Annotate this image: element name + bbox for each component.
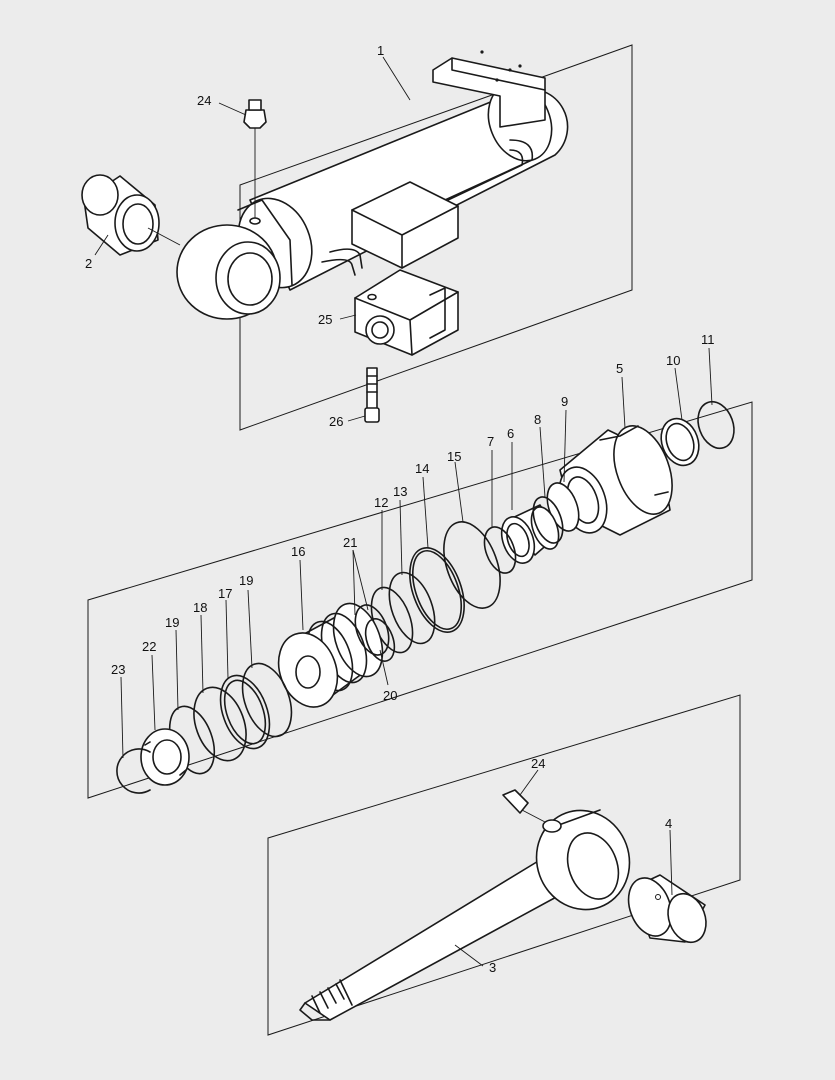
part-19-ring-upper: [241, 662, 293, 738]
part-5-gland: [558, 425, 673, 536]
part-6-bushing: [500, 504, 560, 564]
callout-21: 21: [343, 535, 357, 550]
part-25-port-block: [354, 269, 459, 356]
callout-15: 15: [447, 449, 461, 464]
part-17-ring: [219, 674, 271, 750]
callout-23: 23: [111, 662, 125, 677]
part-10-ring: [660, 417, 700, 467]
part-13-ring: [388, 571, 436, 645]
part-15-backup-ring: [443, 521, 501, 609]
callout-25: 25: [318, 312, 332, 327]
callout-17: 17: [218, 586, 232, 601]
callout-12: 12: [374, 495, 388, 510]
part-23-snap-ring: [116, 748, 151, 794]
callout-13: 13: [393, 484, 407, 499]
callout-labels: 1 2 3 4 5 6 7 8 9 10 11 12 13 14 15 16 1…: [85, 43, 715, 975]
callout-9: 9: [561, 394, 568, 409]
part-8-seal: [532, 496, 564, 544]
part-24-grease-fitting-top: [243, 99, 267, 218]
callout-8: 8: [534, 412, 541, 427]
callout-24-top: 24: [197, 93, 211, 108]
part-22-nut: [140, 728, 190, 786]
part-18-ring: [193, 686, 247, 762]
panel-bottom: [267, 694, 741, 1036]
part-3-piston-rod: [299, 809, 631, 1021]
callout-3: 3: [489, 960, 496, 975]
callout-11: 11: [701, 332, 715, 347]
callout-19-lower: 19: [165, 615, 179, 630]
callout-16: 16: [291, 544, 305, 559]
callout-14: 14: [415, 461, 429, 476]
part-1-cylinder-tube: [176, 50, 569, 320]
panel-middle: [87, 401, 753, 799]
callout-26: 26: [329, 414, 343, 429]
callout-2: 2: [85, 256, 92, 271]
part-26-bolt: [364, 367, 380, 423]
callout-22: 22: [142, 639, 156, 654]
callout-18: 18: [193, 600, 207, 615]
callout-19-upper: 19: [239, 573, 253, 588]
part-16-piston: [277, 602, 384, 708]
part-14-seal-ring: [409, 547, 465, 633]
callout-4: 4: [665, 816, 672, 831]
part-20-ring: [364, 618, 396, 662]
part-4-bushing: [627, 874, 707, 944]
callout-24-bottom: 24: [531, 756, 545, 771]
callout-10: 10: [666, 353, 680, 368]
callout-7: 7: [487, 434, 494, 449]
callout-6: 6: [507, 426, 514, 441]
leader-lines: [94, 56, 713, 967]
callout-5: 5: [616, 361, 623, 376]
callout-20: 20: [383, 688, 397, 703]
part-24-grease-fitting-bottom: [502, 789, 546, 823]
callout-1: 1: [377, 43, 384, 58]
part-2-bushing: [81, 174, 160, 256]
part-11-snap-ring: [697, 400, 735, 450]
